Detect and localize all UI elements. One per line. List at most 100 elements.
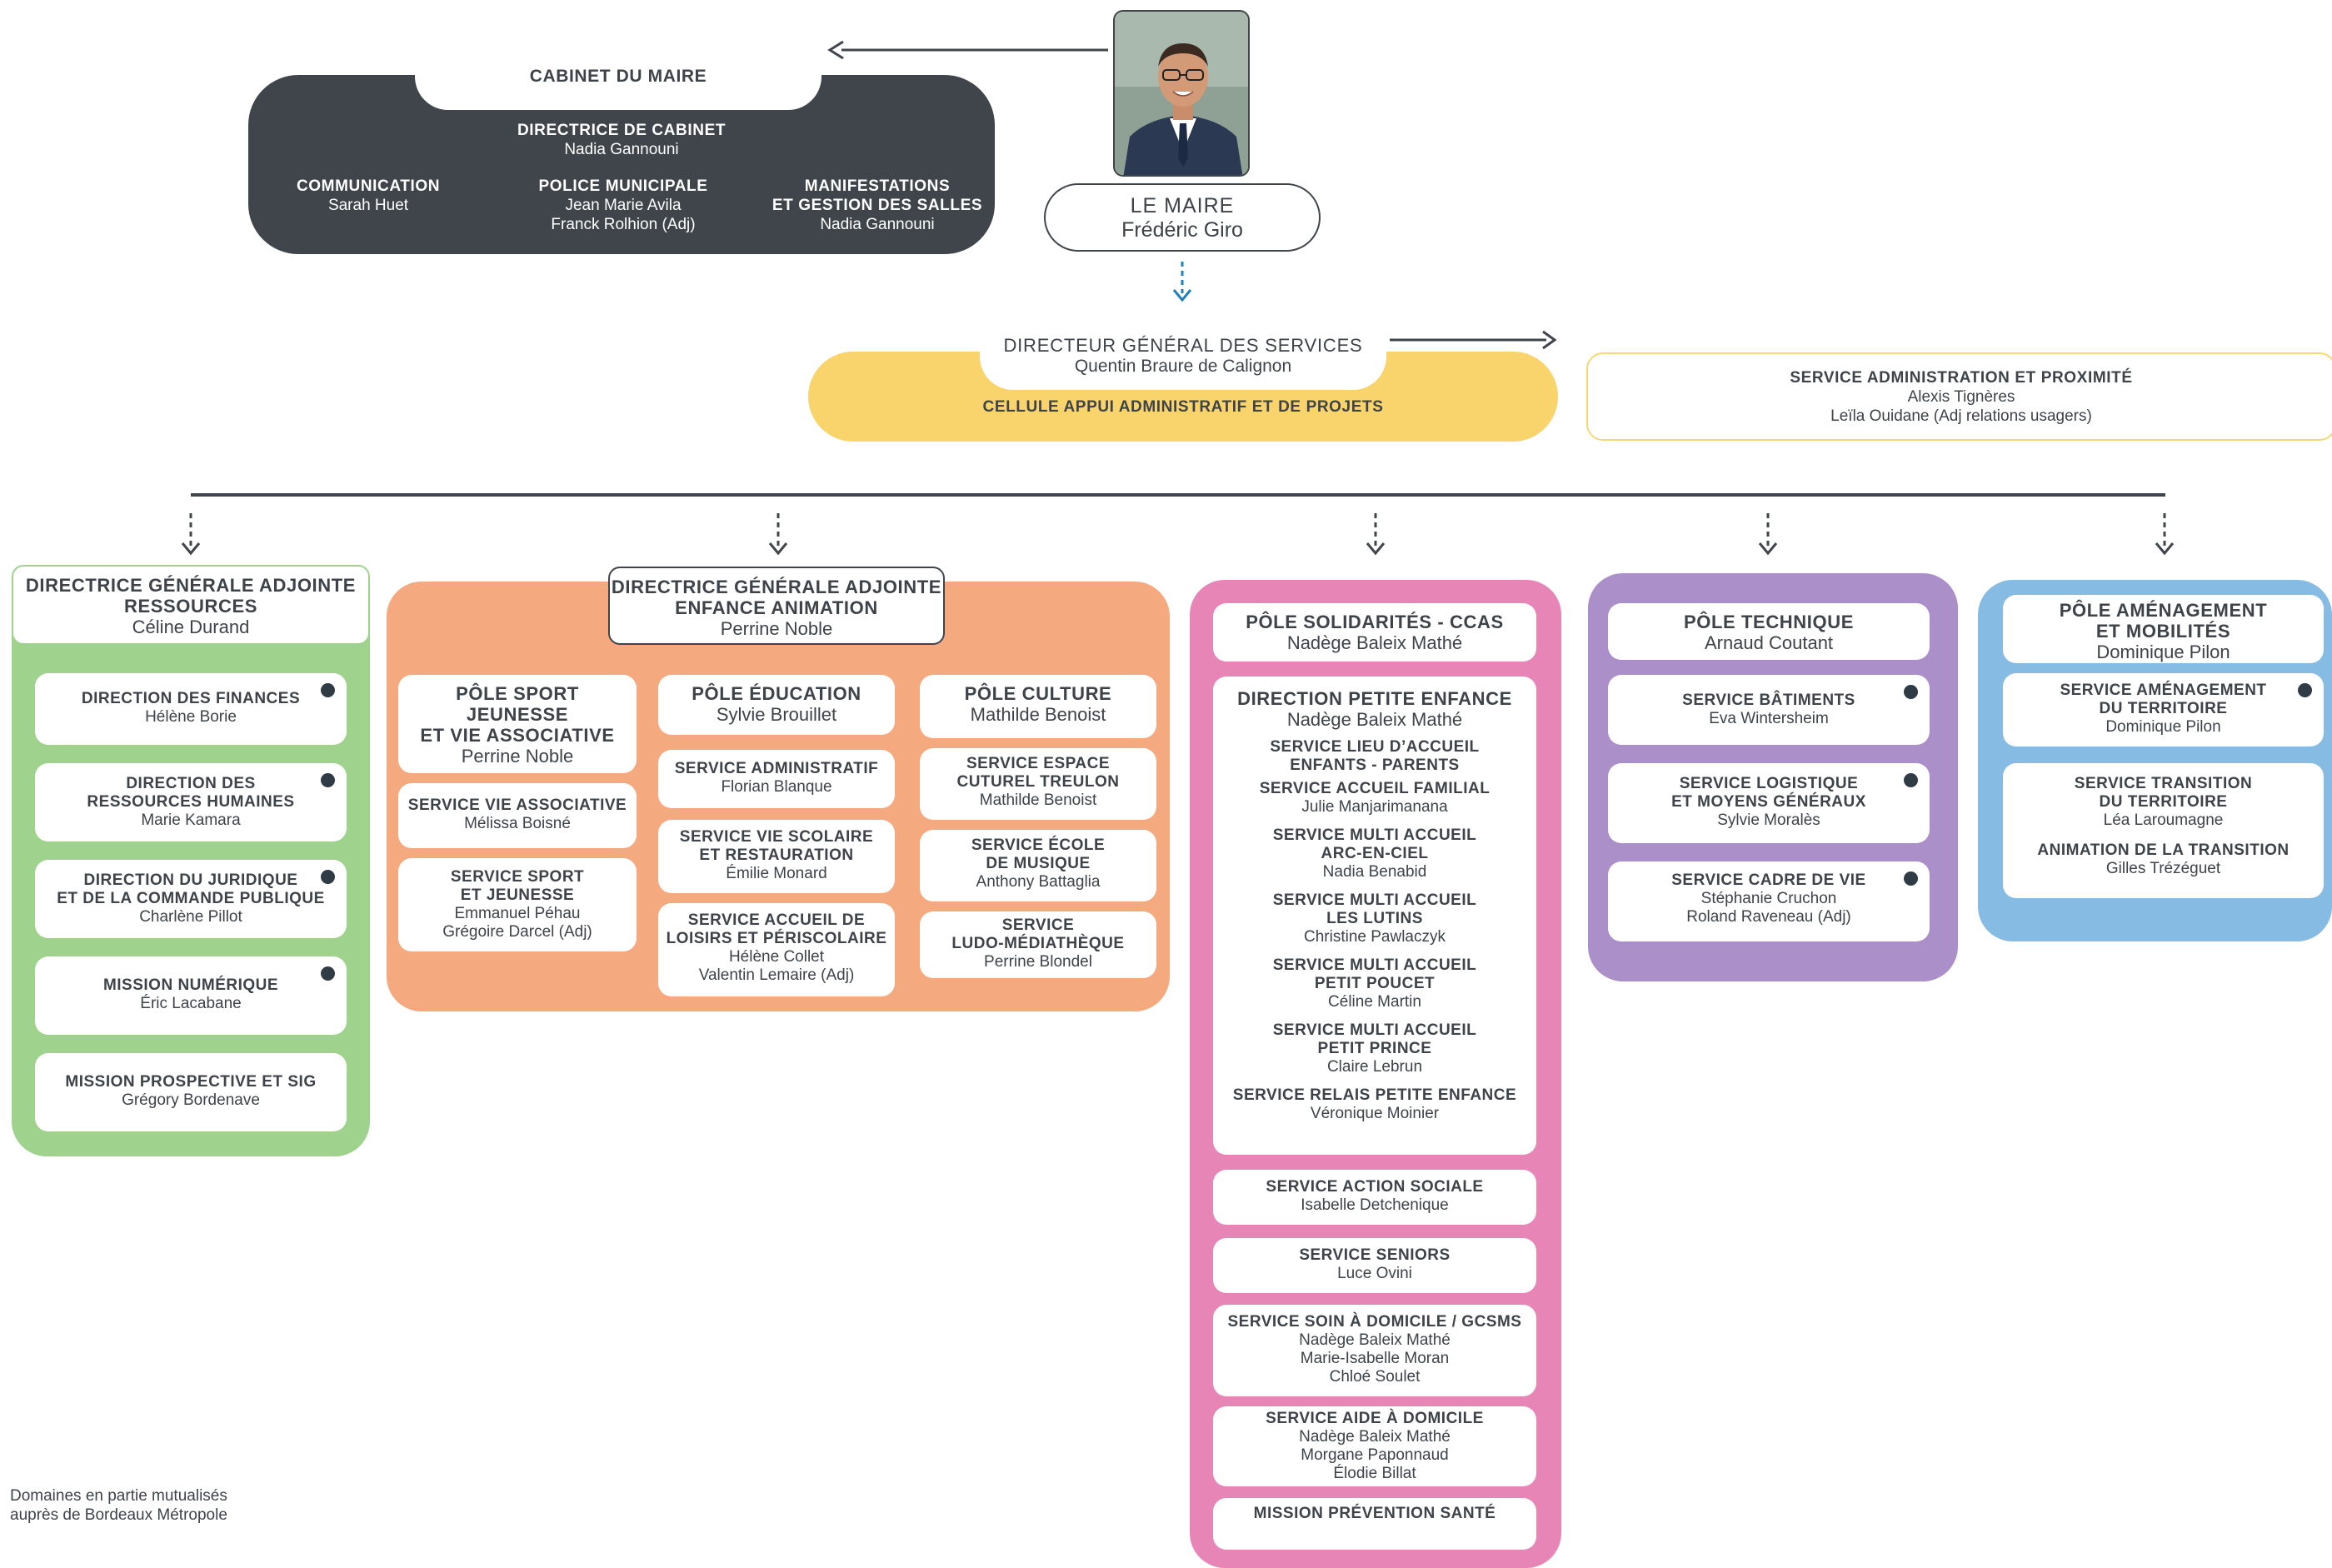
mission-prevention-sante: MISSION PRÉVENTION SANTÉ (1213, 1498, 1536, 1550)
card-names: Florian Blanque (721, 778, 832, 796)
dgs-name: Quentin Braure de Calignon (1074, 357, 1292, 376)
item-title: SERVICE ACCUEIL FAMILIAL (1259, 780, 1491, 797)
cabinet-item-police: POLICE MUNICIPALE Jean Marie Avila Franc… (507, 177, 740, 234)
enfance-service-sport-jeunesse: SERVICE SPORT ET JEUNESSE Emmanuel Péhau… (398, 858, 637, 951)
card-names: Nadège Baleix Mathé Morgane Paponnaud Él… (1299, 1428, 1451, 1482)
item-names: Céline Martin (1328, 993, 1421, 1011)
card-names: Isabelle Detchenique (1301, 1196, 1449, 1214)
technique-head: PÔLE TECHNIQUE Arnaud Coutant (1608, 603, 1930, 660)
technique-head-name: Arnaud Coutant (1704, 632, 1834, 653)
ressources-head-title: DIRECTRICE GÉNÉRALE ADJOINTE RESSOURCES (25, 575, 357, 617)
dgs-title-tab: DIRECTEUR GÉNÉRAL DES SERVICES Quentin B… (980, 327, 1386, 390)
mutualise-dot (1904, 773, 1918, 787)
service-logistique: SERVICE LOGISTIQUE ET MOYENS GÉNÉRAUX Sy… (1608, 763, 1930, 843)
card-names: Hélène Collet Valentin Lemaire (Adj) (698, 948, 855, 984)
mutualise-dot (321, 870, 335, 884)
card-title: SERVICE AIDE À DOMICILE (1266, 1410, 1484, 1427)
cabinet-item-manifestations: MANIFESTATIONS ET GESTION DES SALLES Nad… (750, 177, 1005, 234)
legend-text: Domaines en partie mutualisés auprès de … (10, 1487, 227, 1524)
petite-enfance-item: SERVICE MULTI ACCUEIL PETIT PRINCE Clair… (1213, 1021, 1536, 1076)
enfance-pole-sport: PÔLE SPORT JEUNESSE ET VIE ASSOCIATIVE P… (398, 675, 637, 773)
enfance-service-ludo-mediatheque: SERVICE LUDO-MÉDIATHÈQUE Perrine Blondel (920, 911, 1156, 978)
enfance-pole-education: PÔLE ÉDUCATION Sylvie Brouillet (658, 675, 895, 735)
enfance-service-vie-scolaire: SERVICE VIE SCOLAIRE ET RESTAURATION Émi… (658, 820, 895, 893)
item-names: Véronique Moinier (1310, 1105, 1440, 1122)
petite-enfance-item: SERVICE RELAIS PETITE ENFANCE Véronique … (1213, 1086, 1536, 1123)
card-title: SERVICE SOIN À DOMICILE / GCSMS (1227, 1313, 1522, 1331)
item-names: Nadia Benabid (1322, 863, 1427, 881)
solidarites-head: PÔLE SOLIDARITÉS - CCAS Nadège Baleix Ma… (1213, 603, 1536, 662)
service-amenagement-territoire: SERVICE AMÉNAGEMENT DU TERRITOIRE Domini… (2003, 673, 2324, 747)
card-names: Hélène Borie (145, 708, 237, 726)
enfance-head: DIRECTRICE GÉNÉRALE ADJOINTE ENFANCE ANI… (608, 567, 945, 645)
maire-name: Frédéric Giro (1121, 218, 1243, 242)
item-title: SERVICE MULTI ACCUEIL PETIT POUCET (1272, 956, 1477, 992)
amenagement-head-title: PÔLE AMÉNAGEMENT ET MOBILITÉS (2059, 600, 2268, 642)
cellule-appui: CELLULE APPUI ADMINISTRATIF ET DE PROJET… (808, 398, 1558, 417)
card-title: PÔLE CULTURE (964, 683, 1112, 704)
ressources-card-finances: DIRECTION DES FINANCES Hélène Borie (35, 673, 347, 745)
card-title: SERVICE ACCUEIL DE LOISIRS ET PÉRISCOLAI… (666, 911, 887, 947)
mutualise-dot (321, 966, 335, 981)
maire-title: LE MAIRE (1130, 194, 1235, 217)
cabinet-directrice-title: DIRECTRICE DE CABINET (517, 122, 727, 139)
cabinet-item-communication: COMMUNICATION Sarah Huet (268, 177, 468, 215)
card-names: Emmanuel Péhau Grégoire Darcel (Adj) (442, 905, 592, 941)
card-names: Anthony Battaglia (976, 873, 1101, 891)
card-title: SERVICE LUDO-MÉDIATHÈQUE (951, 916, 1125, 952)
admin-title: SERVICE ADMINISTRATION ET PROXIMITÉ (1790, 369, 2133, 387)
card-names: Eva Wintersheim (1709, 710, 1829, 727)
technique-head-title: PÔLE TECHNIQUE (1684, 612, 1854, 632)
cabinet-item-title: COMMUNICATION (296, 177, 441, 195)
enfance-service-accueil-loisirs: SERVICE ACCUEIL DE LOISIRS ET PÉRISCOLAI… (658, 903, 895, 996)
card-title: DIRECTION DES FINANCES (81, 690, 301, 707)
petite-enfance-item: SERVICE MULTI ACCUEIL LES LUTINS Christi… (1213, 891, 1536, 946)
cabinet-title: CABINET DU MAIRE (529, 67, 707, 86)
solidarites-head-name: Nadège Baleix Mathé (1286, 632, 1463, 653)
card-title: DIRECTION DU JURIDIQUE ET DE LA COMMANDE… (57, 871, 325, 907)
card-names: Sylvie Moralès (1717, 811, 1820, 829)
card-title: DIRECTION DES RESSOURCES HUMAINES (87, 775, 295, 811)
card-title: MISSION NUMÉRIQUE (102, 976, 279, 994)
item-title: SERVICE LIEU D’ACCUEIL ENFANTS - PARENTS (1270, 738, 1480, 774)
card-names: Mélissa Boisné (464, 815, 571, 832)
card-names: Gilles Trézéguet (2105, 860, 2221, 877)
item-title: SERVICE MULTI ACCUEIL LES LUTINS (1272, 891, 1477, 927)
ressources-card-juridique: DIRECTION DU JURIDIQUE ET DE LA COMMANDE… (35, 860, 347, 938)
petite-enfance-item: SERVICE MULTI ACCUEIL PETIT POUCET Célin… (1213, 956, 1536, 1011)
card-names: Perrine Noble (461, 746, 574, 767)
service-seniors: SERVICE SENIORS Luce Ovini (1213, 1238, 1536, 1293)
card-title: SERVICE CADRE DE VIE (1671, 871, 1866, 889)
card-title: SERVICE ACTION SOCIALE (1266, 1178, 1484, 1196)
card-title: MISSION PROSPECTIVE ET SIG (65, 1073, 317, 1091)
service-batiments: SERVICE BÂTIMENTS Eva Wintersheim (1608, 675, 1930, 745)
mutualise-dot (1904, 871, 1918, 886)
card-title: SERVICE ÉCOLE DE MUSIQUE (971, 836, 1106, 872)
item-title: SERVICE RELAIS PETITE ENFANCE (1232, 1086, 1517, 1104)
maire-box: LE MAIRE Frédéric Giro (1044, 183, 1321, 252)
cabinet-item-names: Sarah Huet (327, 197, 409, 214)
cabinet-item-names: Nadia Gannouni (820, 216, 935, 233)
enfance-service-espace-culturel: SERVICE ESPACE CUTUREL TREULON Mathilde … (920, 748, 1156, 820)
card-names: Éric Lacabane (140, 995, 242, 1012)
card-names: Dominique Pilon (2105, 718, 2221, 736)
service-action-sociale: SERVICE ACTION SOCIALE Isabelle Detcheni… (1213, 1170, 1536, 1225)
dgs-title: DIRECTEUR GÉNÉRAL DES SERVICES (1003, 335, 1363, 356)
ressources-card-numerique: MISSION NUMÉRIQUE Éric Lacabane (35, 956, 347, 1035)
direction-petite-enfance: DIRECTION PETITE ENFANCE Nadège Baleix M… (1213, 677, 1536, 1155)
item-title: SERVICE MULTI ACCUEIL ARC-EN-CIEL (1272, 826, 1477, 862)
card-title: PÔLE SPORT JEUNESSE ET VIE ASSOCIATIVE (420, 683, 615, 746)
card-names: Léa Laroumagne (2103, 811, 2224, 829)
card-title: SERVICE BÂTIMENTS (1682, 692, 1855, 709)
item-title: SERVICE MULTI ACCUEIL PETIT PRINCE (1272, 1021, 1477, 1057)
legend: Domaines en partie mutualisés auprès de … (10, 1486, 310, 1525)
card-names: Sylvie Brouillet (716, 704, 837, 725)
card-title: SERVICE VIE SCOLAIRE ET RESTAURATION (679, 828, 874, 864)
card-names: Grégory Bordenave (122, 1091, 260, 1109)
card-title: SERVICE SENIORS (1299, 1246, 1451, 1264)
cabinet-item-names: Jean Marie Avila Franck Rolhion (Adj) (551, 197, 696, 233)
petite-enfance-title: DIRECTION PETITE ENFANCE (1237, 688, 1512, 709)
card-names: Marie Kamara (141, 811, 241, 829)
card-title: PÔLE ÉDUCATION (692, 683, 861, 704)
